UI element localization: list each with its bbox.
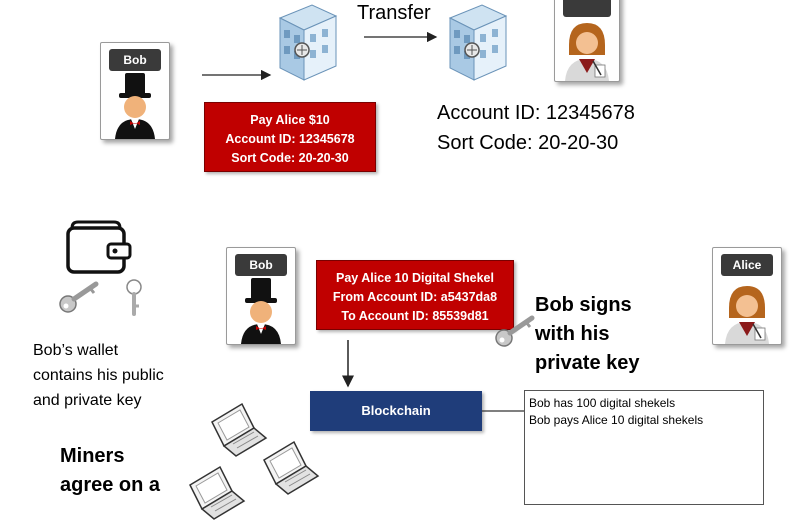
card-name-tag: Bob [235, 254, 287, 276]
blockchain-box: Blockchain [310, 391, 482, 431]
ledger-line: Bob pays Alice 10 digital shekels [529, 413, 704, 427]
miners-text: Miners agree on a [60, 442, 160, 500]
alice-card-bottom: Alice [712, 247, 782, 345]
transfer-label: Transfer [357, 2, 431, 24]
bob-avatar-icon [115, 73, 155, 139]
key-icon [126, 279, 142, 316]
bob-signs-text: Bob signs with his private key [535, 291, 640, 378]
wallet-text-line: contains his public [33, 367, 164, 384]
card-name-tag [563, 0, 611, 17]
account-id-text: Account ID: 12345678 [437, 102, 635, 124]
alice-avatar-icon [564, 22, 610, 81]
ledger-box: Bob has 100 digital shekels Bob pays Ali… [524, 390, 764, 505]
alice-card-top [554, 0, 620, 82]
wallet-icon [66, 220, 132, 274]
digital-payment-box: Pay Alice 10 Digital Shekel From Account… [316, 260, 514, 330]
bob-card-bottom: Bob [226, 247, 296, 345]
payment-line: Pay Alice $10 [250, 113, 330, 127]
blockchain-ledger-connector [482, 410, 524, 412]
wallet-text-line: Bob’s wallet [33, 342, 119, 359]
wallet-text-line: and private key [33, 392, 142, 409]
arrow-bob-to-bank [202, 69, 272, 81]
payment-line: To Account ID: 85539d81 [341, 309, 489, 323]
account-info: Account ID: 12345678 Sort Code: 20-20-30 [437, 98, 635, 158]
signs-text-line: with his [535, 323, 610, 345]
miners-text-line: agree on a [60, 474, 161, 496]
card-name-tag: Bob [109, 49, 161, 71]
alice-avatar-icon [724, 285, 770, 344]
arrow-transfer [364, 31, 438, 43]
signs-text-line: Bob signs [535, 294, 632, 316]
signs-text-line: private key [535, 352, 640, 374]
bob-avatar-icon [241, 278, 281, 344]
payment-instruction-box: Pay Alice $10 Account ID: 12345678 Sort … [204, 102, 376, 172]
payment-line: Pay Alice 10 Digital Shekel [336, 271, 494, 285]
laptop-icon [189, 466, 245, 520]
laptop-icon [263, 441, 319, 495]
miners-text-line: Miners [60, 445, 125, 467]
bank-building-icon [449, 4, 507, 81]
key-icon [59, 281, 99, 313]
sort-code-text: Sort Code: 20-20-30 [437, 132, 619, 154]
ledger-line: Bob has 100 digital shekels [529, 396, 676, 410]
wallet-description: Bob’s wallet contains his public and pri… [33, 338, 164, 413]
bank-building-icon [279, 4, 337, 81]
bob-card-top: Bob [100, 42, 170, 140]
arrow-to-blockchain [342, 340, 354, 388]
payment-line: Sort Code: 20-20-30 [231, 151, 349, 165]
key-icon [495, 315, 535, 347]
card-name-tag: Alice [721, 254, 773, 276]
payment-line: Account ID: 12345678 [225, 132, 355, 146]
payment-line: From Account ID: a5437da8 [332, 290, 498, 304]
